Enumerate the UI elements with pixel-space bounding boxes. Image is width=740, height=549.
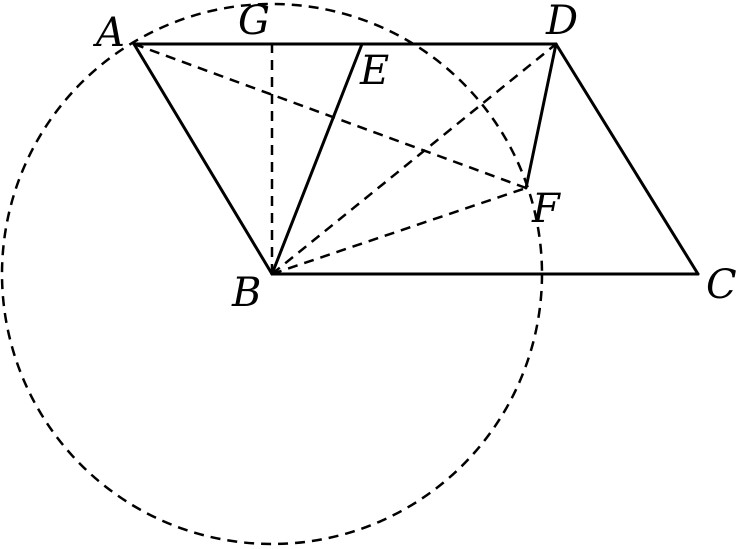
segment-bf: [271, 186, 527, 276]
label-point-d: D: [545, 0, 578, 44]
segment-ab: [132, 42, 274, 276]
segment-af: [133, 42, 527, 190]
label-point-f: F: [531, 186, 561, 232]
label-point-b: B: [231, 270, 261, 316]
segment-dc: [554, 42, 700, 276]
label-point-c: C: [706, 262, 737, 308]
segment-df: [524, 42, 558, 190]
segment-be: [270, 42, 364, 276]
label-point-g: G: [238, 0, 270, 44]
label-point-e: E: [359, 48, 389, 94]
segment-bd: [271, 43, 557, 275]
label-point-a: A: [92, 10, 125, 56]
